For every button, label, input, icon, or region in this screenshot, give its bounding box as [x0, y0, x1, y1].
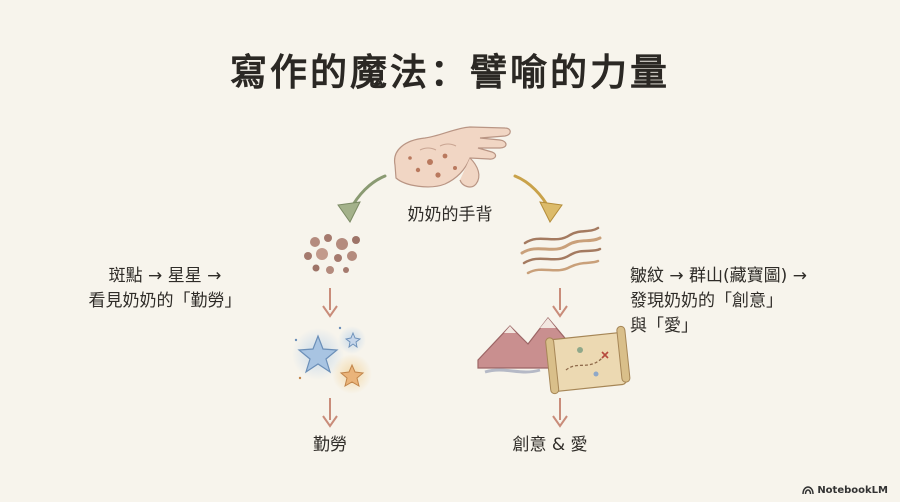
hand-illustration	[394, 126, 511, 188]
right-description-line: 皺紋 → 群山(藏寶圖) →	[630, 266, 807, 286]
wrinkles-illustration	[520, 226, 602, 275]
brand-name: NotebookLM	[817, 485, 888, 496]
stars-illustration	[292, 326, 372, 394]
right-description-line: 發現奶奶的「創意」	[630, 291, 783, 311]
arrow-down-left-2	[322, 398, 338, 428]
left-result-label: 勤勞	[313, 435, 347, 455]
left-description-line: 看見奶奶的「勤勞」	[88, 291, 242, 311]
center-label: 奶奶的手背	[407, 205, 493, 225]
right-description: 皺紋 → 群山(藏寶圖) → 發現奶奶的「創意」 與「愛」	[630, 264, 870, 339]
arrow-down-right-1	[552, 288, 568, 318]
mountains-map-illustration	[477, 317, 631, 395]
right-result-label: 創意 & 愛	[512, 435, 588, 455]
page-title: 寫作的魔法：譬喻的力量	[230, 50, 670, 94]
arrow-down-left-1	[322, 288, 338, 318]
notebook-logo-icon	[802, 486, 815, 495]
left-description: 斑點 → 星星 → 看見奶奶的「勤勞」	[60, 264, 270, 314]
spots-illustration	[304, 234, 360, 274]
arrow-left-curved	[337, 174, 387, 223]
brand-badge: NotebookLM	[802, 485, 888, 496]
arrow-down-right-2	[552, 398, 568, 428]
arrow-right-curved	[513, 174, 563, 223]
left-description-line: 斑點 → 星星 →	[108, 266, 222, 286]
right-description-line: 與「愛」	[630, 316, 698, 336]
